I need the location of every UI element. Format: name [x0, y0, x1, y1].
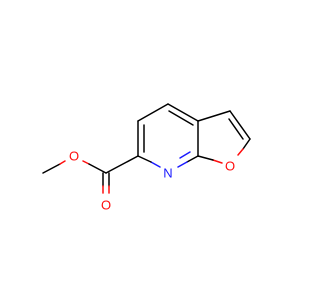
atom-o-carbonyl: O [101, 198, 111, 213]
bond-c2-o [242, 138, 251, 150]
bond-c7a-n-inner-blue [179, 151, 191, 159]
bond-o-carbonylc-red [82, 160, 90, 165]
bond-o-c7a [197, 155, 214, 161]
bond-c3-c2-inner [228, 118, 244, 140]
bond-methyl-o [42, 163, 61, 174]
atom-o-furan: O [225, 159, 235, 174]
bond-c4-c3a [167, 103, 199, 122]
bond-carbonylc-c6 [105, 155, 139, 174]
bond-c4-c3a-inner [168, 110, 194, 126]
bond-c3a-c3 [197, 110, 231, 122]
structure-drawing: O O N O [42, 103, 251, 213]
bond-c7a-n-blue [177, 161, 188, 168]
bond-c2-o-red [237, 148, 244, 156]
bond-n-c6 [137, 155, 152, 163]
bond-o-methyl-red [59, 160, 66, 165]
bond-o-c7a-red [212, 159, 223, 164]
atom-n-ring: N [163, 166, 172, 181]
atom-o-methoxy: O [69, 149, 79, 164]
bond-o-carbonylc [88, 163, 107, 174]
bond-c5-c4 [137, 103, 169, 122]
bond-n-c6-blue [150, 161, 161, 168]
bond-c3-c2 [229, 110, 251, 140]
bond-c7a-n [186, 155, 199, 163]
